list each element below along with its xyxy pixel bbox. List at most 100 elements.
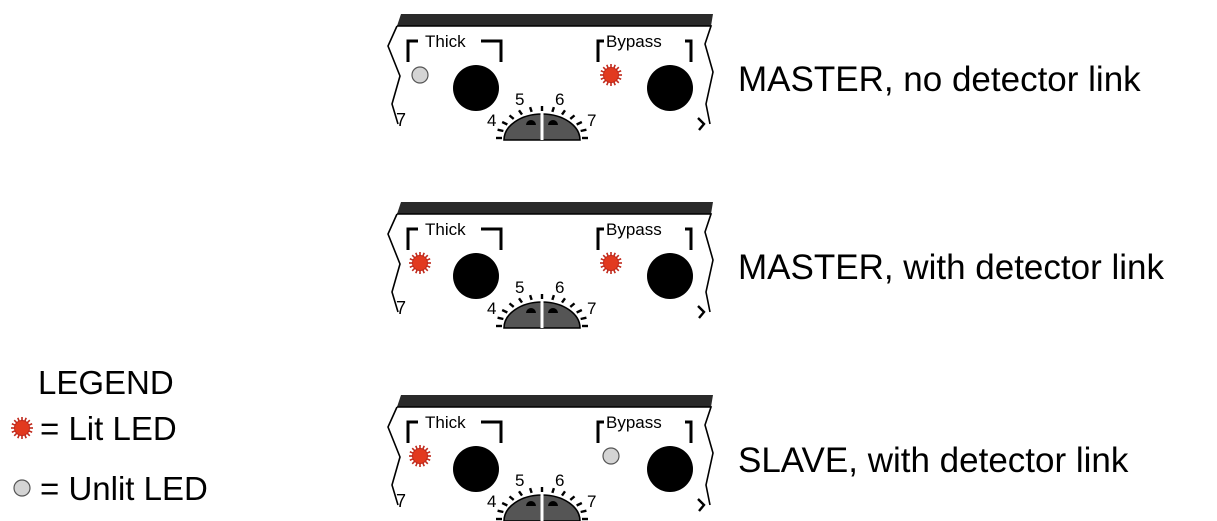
bypass-led <box>600 252 622 274</box>
rotary-dial: 45 6 7 <box>487 471 596 521</box>
right-edge-arrow <box>697 498 706 512</box>
dial-tick-label: 7 <box>587 299 596 318</box>
panel-caption: MASTER, with detector link <box>738 248 1164 287</box>
thick-label: Thick <box>425 220 466 239</box>
dial-notch-right <box>548 501 558 506</box>
dial-tick <box>501 501 508 507</box>
bypass-bracket-left <box>596 39 604 62</box>
bypass-label: Bypass <box>606 220 662 239</box>
bypass-knob <box>647 253 693 299</box>
dial-tick <box>569 114 576 120</box>
dial-tick-label: 4 <box>487 111 496 130</box>
dial-tick <box>501 120 508 126</box>
dial-tick <box>508 495 515 501</box>
thick-bracket-left <box>406 39 418 62</box>
bypass-knob <box>647 446 693 492</box>
rotary-dial: 45 6 7 <box>487 278 596 329</box>
dial-tick <box>580 128 587 133</box>
dial-tick <box>497 316 504 321</box>
dial-tick <box>518 109 523 116</box>
dial-notch-right <box>548 308 558 313</box>
panel-outline <box>387 406 714 506</box>
thick-bracket-left <box>406 420 418 443</box>
legend-title: LEGEND <box>38 364 174 401</box>
top-bar <box>397 395 713 407</box>
dial-tick <box>528 106 533 113</box>
thick-knob <box>453 253 499 299</box>
thick-label: Thick <box>425 413 466 432</box>
legend-unlit-label: = Unlit LED <box>40 470 208 507</box>
dial-tick <box>576 120 583 126</box>
dial-tick <box>497 509 504 514</box>
bypass-led <box>600 64 622 86</box>
dial-tick <box>518 490 523 497</box>
dial-notch-left <box>526 501 536 506</box>
dial-tick <box>569 495 576 501</box>
bypass-label: Bypass <box>606 32 662 51</box>
legend: LEGEND = Lit LED = Unlit LED <box>0 360 300 516</box>
dial-notch-left <box>526 308 536 313</box>
panel-outline <box>387 213 714 313</box>
dial-tick <box>580 316 587 321</box>
right-edge-arrow <box>697 117 706 131</box>
bypass-label: Bypass <box>606 413 662 432</box>
thick-led <box>411 66 429 84</box>
bypass-bracket-right <box>685 39 693 62</box>
top-bar <box>397 202 713 214</box>
dial-tick <box>576 308 583 314</box>
dial-tick <box>501 308 508 314</box>
top-bar <box>397 14 713 26</box>
legend-row-lit: = Lit LED <box>6 412 286 452</box>
thick-led <box>409 445 431 467</box>
dial-tick <box>508 302 515 308</box>
bypass-bracket-left <box>596 227 604 250</box>
dial-tick-label: 4 <box>487 492 496 511</box>
dial-tick <box>497 128 504 133</box>
dial-tick <box>551 294 556 301</box>
panel-caption: SLAVE, with detector link <box>738 441 1129 480</box>
dial-tick-label: 7 <box>587 492 596 511</box>
lit-led-icon <box>11 417 33 439</box>
dial-tick-label: 7 <box>587 111 596 130</box>
left-edge-digit: 7 <box>396 110 406 130</box>
dial-tick <box>576 501 583 507</box>
dial-tick <box>580 509 587 514</box>
dial-tick-label: 6 <box>555 278 564 297</box>
dial-tick-label: 6 <box>555 90 564 109</box>
unlit-led-icon <box>13 479 31 497</box>
thick-led <box>409 252 431 274</box>
dial-tick <box>561 109 566 116</box>
dial-tick <box>569 302 576 308</box>
dial-tick-label: 5 <box>515 278 524 297</box>
dial-tick <box>561 297 566 304</box>
thick-label: Thick <box>425 32 466 51</box>
dial-tick <box>551 106 556 113</box>
thick-bracket-right <box>481 39 503 62</box>
unlit-led-icon <box>13 479 31 497</box>
panel-outline <box>387 25 714 125</box>
dial-notch-right <box>548 120 558 125</box>
thick-knob <box>453 446 499 492</box>
dial-tick-label: 6 <box>555 471 564 490</box>
lit-led-icon <box>11 417 33 439</box>
bypass-bracket-right <box>685 227 693 250</box>
panel-caption: MASTER, no detector link <box>738 60 1141 99</box>
dial-tick <box>561 490 566 497</box>
dial-tick-label: 4 <box>487 299 496 318</box>
bypass-led <box>602 447 620 465</box>
thick-knob <box>453 65 499 111</box>
dial-tick <box>528 487 533 494</box>
bypass-bracket-left <box>596 420 604 443</box>
legend-lit-label: = Lit LED <box>40 410 177 447</box>
dial-notch-left <box>526 120 536 125</box>
bypass-bracket-right <box>685 420 693 443</box>
dial-tick-label: 5 <box>515 471 524 490</box>
thick-bracket-left <box>406 227 418 250</box>
thick-bracket-right <box>481 227 503 250</box>
